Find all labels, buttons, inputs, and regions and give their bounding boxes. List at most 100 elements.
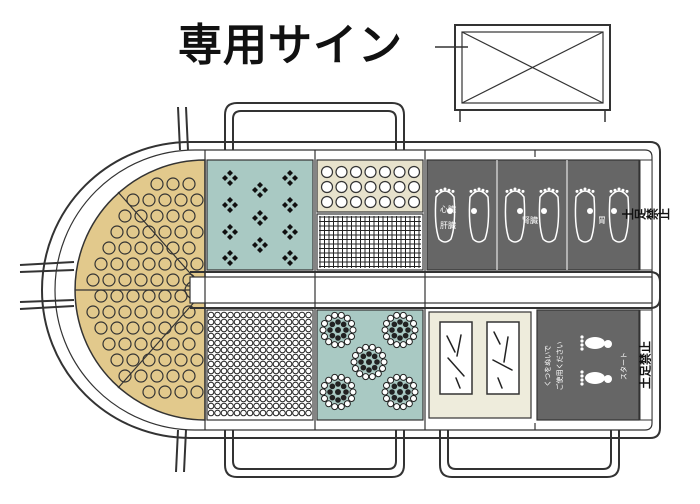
flower-stones bbox=[319, 311, 419, 411]
pebble bbox=[272, 395, 280, 403]
pebble bbox=[272, 409, 280, 417]
pebble bbox=[285, 332, 293, 340]
sticks bbox=[446, 331, 513, 389]
stone bbox=[110, 225, 124, 239]
pebble bbox=[246, 402, 254, 410]
rail-top-left bbox=[177, 106, 189, 151]
footprint bbox=[585, 337, 605, 349]
petal bbox=[356, 346, 364, 354]
mesh-grid bbox=[319, 216, 421, 268]
pebble bbox=[240, 360, 247, 368]
pebble bbox=[214, 346, 221, 354]
diamond-stone bbox=[287, 207, 293, 213]
stone bbox=[182, 241, 196, 255]
pebble bbox=[253, 381, 260, 389]
circle-stone bbox=[335, 165, 348, 179]
petal bbox=[399, 311, 407, 319]
pebble bbox=[305, 402, 312, 410]
pebble bbox=[292, 395, 299, 403]
no-shoes-label-bottom: 土足禁止 bbox=[638, 341, 653, 389]
pebble bbox=[292, 339, 299, 347]
foot-prints bbox=[434, 187, 630, 243]
center-divider bbox=[190, 271, 661, 309]
stone bbox=[142, 257, 156, 271]
circle-stone bbox=[349, 195, 363, 209]
pebble bbox=[207, 402, 215, 410]
petal-inner bbox=[340, 383, 347, 390]
toe bbox=[591, 189, 595, 193]
pebble bbox=[285, 339, 293, 347]
pebble bbox=[253, 367, 260, 375]
pebble bbox=[285, 311, 293, 319]
pebble bbox=[207, 388, 215, 396]
pebble bbox=[207, 346, 215, 354]
petal-inner bbox=[397, 381, 403, 387]
dense-pebbles bbox=[207, 311, 312, 417]
petal bbox=[343, 314, 351, 322]
pebble bbox=[227, 402, 234, 410]
pebble bbox=[207, 381, 215, 389]
pebble bbox=[259, 332, 267, 340]
toe bbox=[579, 188, 583, 192]
petal bbox=[350, 358, 358, 366]
pebble bbox=[279, 339, 286, 347]
stone bbox=[158, 385, 172, 399]
stone bbox=[150, 241, 164, 255]
pebble bbox=[298, 409, 306, 417]
pebble bbox=[246, 332, 254, 340]
pebble bbox=[305, 367, 312, 375]
stone bbox=[182, 209, 196, 223]
stick-frames bbox=[439, 321, 520, 395]
pebble bbox=[240, 346, 247, 354]
petal-inner bbox=[391, 383, 398, 390]
petal bbox=[382, 381, 390, 389]
petal bbox=[410, 333, 418, 341]
pebble bbox=[207, 318, 215, 326]
pebble bbox=[227, 325, 234, 333]
diamond-stone bbox=[282, 255, 288, 261]
pebble bbox=[298, 311, 306, 319]
stone bbox=[134, 369, 148, 383]
pebble bbox=[292, 353, 299, 361]
petal bbox=[399, 373, 407, 381]
petal-inner bbox=[327, 327, 333, 333]
toe bbox=[580, 374, 584, 378]
circle-stone bbox=[393, 195, 406, 209]
pebble bbox=[240, 332, 247, 340]
reflex-point bbox=[517, 208, 523, 214]
pebble bbox=[272, 311, 280, 319]
toe bbox=[621, 188, 625, 192]
pebble bbox=[240, 318, 247, 326]
circle-stone bbox=[349, 180, 363, 194]
pebble bbox=[266, 353, 273, 361]
petal bbox=[368, 343, 376, 351]
stone bbox=[150, 273, 164, 287]
stone bbox=[166, 337, 180, 351]
pebble bbox=[233, 353, 241, 361]
toe bbox=[451, 189, 455, 193]
pebble bbox=[285, 395, 293, 403]
pebble bbox=[266, 318, 273, 326]
pebble bbox=[292, 374, 299, 382]
pebble bbox=[253, 353, 260, 361]
stone bbox=[118, 273, 132, 287]
toe bbox=[580, 378, 584, 382]
pebble bbox=[266, 311, 273, 319]
stone bbox=[158, 353, 172, 367]
pebble bbox=[227, 381, 234, 389]
diamond-stone bbox=[282, 202, 288, 208]
stone bbox=[110, 321, 124, 335]
petal bbox=[319, 388, 327, 396]
pebble bbox=[298, 402, 306, 410]
pebble bbox=[279, 381, 286, 389]
toe bbox=[505, 189, 509, 193]
petal bbox=[362, 343, 370, 351]
petal bbox=[331, 311, 339, 319]
pebble bbox=[279, 388, 286, 396]
circle-stone bbox=[378, 180, 392, 194]
pebble bbox=[240, 388, 247, 396]
stone bbox=[166, 177, 180, 191]
toe bbox=[543, 188, 547, 192]
pebble bbox=[233, 381, 241, 389]
pebble bbox=[246, 353, 254, 361]
